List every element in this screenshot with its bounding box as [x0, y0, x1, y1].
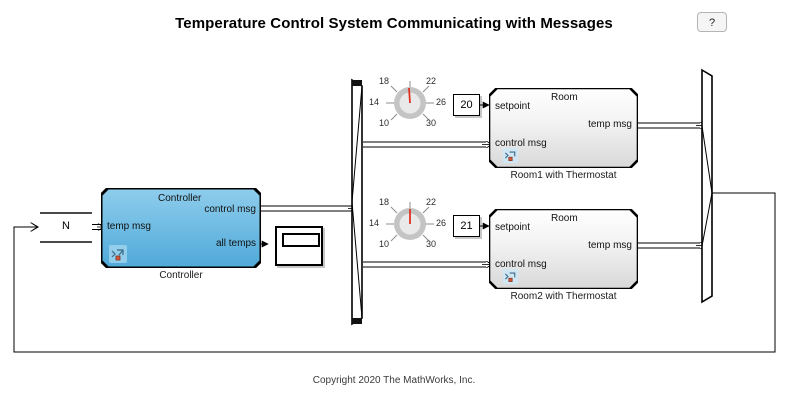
- controller-caption: Controller: [159, 270, 203, 281]
- room2-output-temp-msg: temp msg: [588, 240, 632, 251]
- controller-border: [101, 188, 261, 268]
- subsystem-badge-icon[interactable]: [502, 268, 519, 285]
- room1-inner-title: Room: [551, 92, 578, 103]
- room2-input-control-msg: control msg: [495, 259, 547, 270]
- dial1-tick-22: 22: [426, 76, 437, 86]
- room2-block[interactable]: Room setpoint control msg temp msg: [489, 209, 638, 289]
- room2-border: [489, 209, 638, 289]
- subsystem-badge-icon[interactable]: [502, 147, 519, 164]
- dial2-tick-18: 18: [379, 197, 390, 207]
- copyright-text: Copyright 2020 The MathWorks, Inc.: [312, 375, 476, 386]
- controller-inner-title: Controller: [158, 193, 202, 204]
- controller-block[interactable]: Controller temp msg control msg all temp…: [101, 188, 261, 268]
- scope-block[interactable]: [275, 226, 323, 266]
- room2-caption: Room2 with Thermostat: [510, 291, 617, 302]
- dial1-tick-18: 18: [379, 76, 390, 86]
- room1-input-setpoint: setpoint: [495, 101, 531, 112]
- room1-block[interactable]: Room setpoint control msg temp msg: [489, 88, 638, 168]
- help-button[interactable]: ?: [697, 12, 727, 32]
- merge-top-bar: [40, 212, 92, 214]
- room1-caption: Room1 with Thermostat: [510, 170, 617, 181]
- dial2-tick-14: 14: [369, 218, 380, 228]
- dial1-tick-30: 30: [426, 118, 437, 128]
- room2-inner-title: Room: [551, 213, 578, 224]
- mux-block: [701, 68, 713, 304]
- dial2-tick-22: 22: [426, 197, 437, 207]
- dial2-tick-30: 30: [426, 239, 437, 249]
- room1-border: [489, 88, 638, 168]
- demux-block: [351, 78, 363, 326]
- thermostat-dial-room1[interactable]: 18 22 14 26 10 30: [369, 68, 447, 138]
- thermostat-dial-room2[interactable]: 18 22 14 26 10 30: [369, 189, 447, 259]
- dial2-tick-10: 10: [379, 239, 390, 249]
- merge-bottom-bar: [40, 241, 92, 243]
- merge-label: N: [62, 220, 70, 232]
- scope-screen: [282, 233, 320, 247]
- setpoint-display-room1[interactable]: 20: [453, 94, 480, 116]
- page-title: Temperature Control System Communicating…: [175, 15, 613, 32]
- controller-input-temp-msg: temp msg: [107, 221, 151, 232]
- room1-input-control-msg: control msg: [495, 138, 547, 149]
- subsystem-badge-icon[interactable]: [108, 244, 128, 264]
- controller-body: [101, 188, 261, 268]
- dial1-tick-10: 10: [379, 118, 390, 128]
- setpoint-display-room2[interactable]: 21: [453, 215, 480, 237]
- dial1-tick-26: 26: [436, 97, 447, 107]
- controller-output-control-msg: control msg: [204, 204, 256, 215]
- dial1-tick-14: 14: [369, 97, 380, 107]
- merge-block[interactable]: N: [40, 212, 92, 243]
- controller-output-all-temps: all temps: [215, 238, 256, 249]
- room1-output-temp-msg: temp msg: [588, 119, 632, 130]
- dial2-tick-26: 26: [436, 218, 447, 228]
- room2-input-setpoint: setpoint: [495, 222, 531, 233]
